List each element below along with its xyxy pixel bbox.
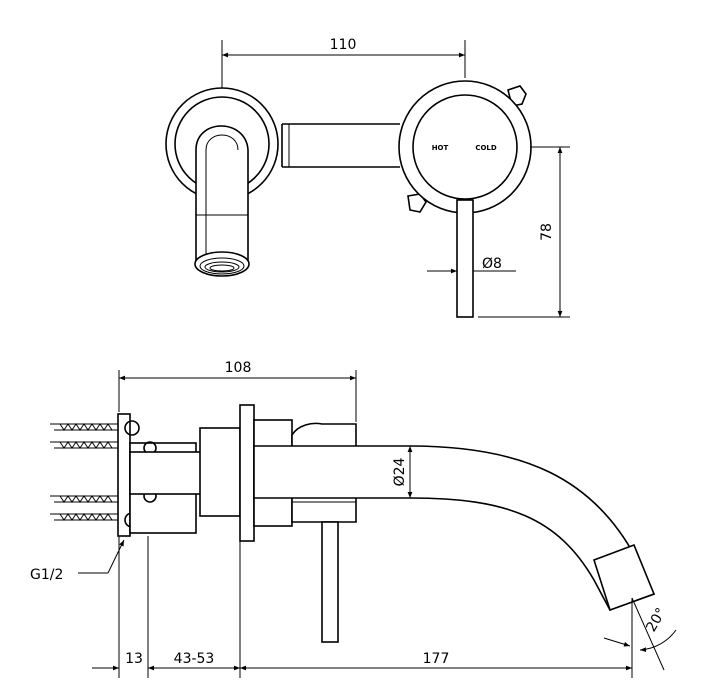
- dimension-spout-dia: Ø24: [392, 446, 413, 498]
- spout-front: [195, 125, 249, 263]
- lever-handle-side: [321, 521, 339, 643]
- dim-angle-label: 20°: [643, 605, 669, 635]
- dim-handle-dia-label: Ø8: [482, 256, 502, 272]
- lever-handle: [456, 199, 474, 318]
- thread-callout: G1/2: [30, 539, 125, 583]
- spout-side: [253, 445, 656, 611]
- wall-plate: [239, 404, 255, 542]
- spout-tip: [593, 543, 656, 612]
- thread-label: G1/2: [30, 567, 63, 583]
- dim-a-label: 13: [125, 651, 143, 667]
- dimension-78: 78: [478, 146, 570, 318]
- valve-backplate: [398, 80, 532, 214]
- valve-cap: [412, 94, 518, 200]
- side-view: 108 Ø24 G1/2 13 43-53 177: [30, 360, 677, 678]
- dim-c-label: 177: [423, 651, 450, 667]
- dimension-110: 110: [221, 37, 466, 88]
- dim-b-label: 43-53: [174, 651, 215, 667]
- cold-label: COLD: [475, 144, 497, 152]
- trim-sleeve: [199, 427, 241, 517]
- dim-spout-dia-label: Ø24: [392, 457, 408, 486]
- dim-width-label: 110: [330, 37, 357, 53]
- dim-length-label: 108: [225, 360, 252, 376]
- mounting-bracket: [117, 413, 131, 537]
- front-view: HOT COLD 110 78 Ø8: [165, 37, 570, 318]
- dimension-handle-dia: Ø8: [427, 256, 516, 274]
- dimension-bottom-chain: 13 43-53 177: [92, 651, 632, 671]
- hot-label: HOT: [432, 144, 449, 152]
- connector-bar: [281, 123, 400, 168]
- dim-height-label: 78: [539, 223, 555, 241]
- anchor-screws: [50, 423, 122, 521]
- dimension-108: 108: [118, 360, 357, 422]
